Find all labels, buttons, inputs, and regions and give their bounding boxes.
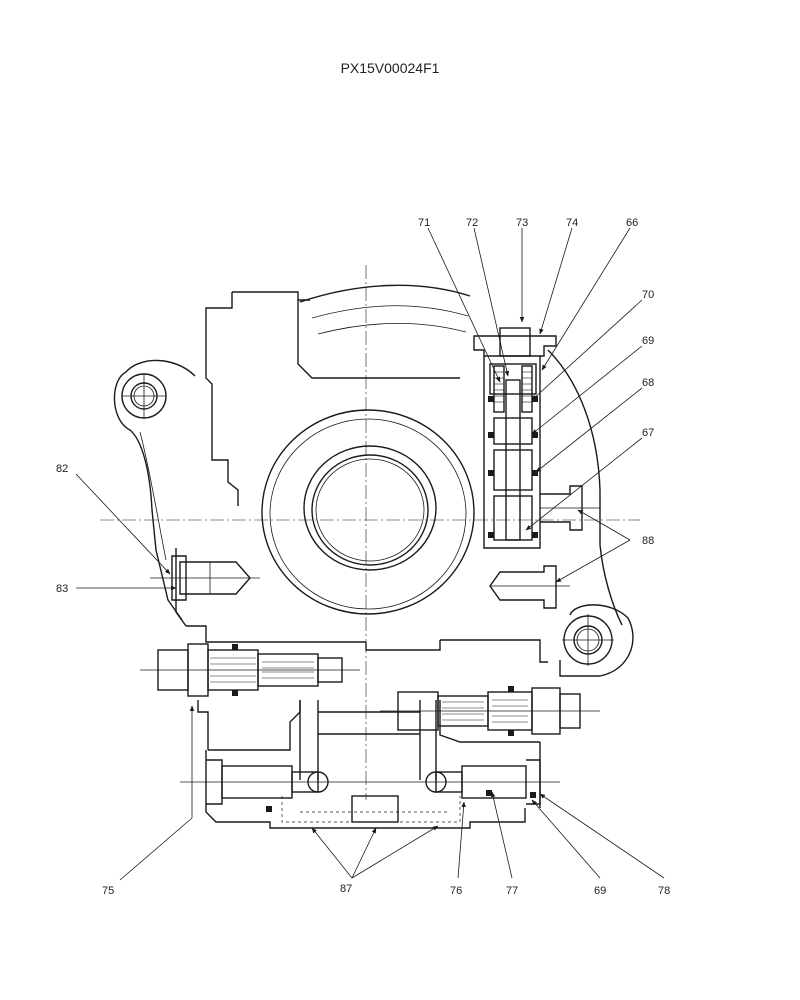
callout-69-lower: 69 [594,885,606,897]
left-plug [150,555,260,601]
callout-77: 77 [506,885,518,897]
right-mount-hole [562,614,614,666]
left-mount-hole [121,373,167,419]
callout-68: 68 [642,377,654,389]
center-bore [261,409,475,615]
callout-88: 88 [642,535,654,547]
callout-75: 75 [102,885,114,897]
callout-78: 78 [658,885,670,897]
callout-67: 67 [642,427,654,439]
callout-83: 83 [56,583,68,595]
callout-82: 82 [56,463,68,475]
callout-73: 73 [516,217,528,229]
bottom-spool [180,759,560,823]
callout-72: 72 [466,217,478,229]
leader-lines [75,227,665,881]
plug-lower [489,565,570,609]
callout-70: 70 [642,289,654,301]
upper-cartridge [140,643,360,697]
callout-labels: 71 72 73 74 66 70 69 68 67 82 88 83 75 8… [56,217,670,897]
lower-right-cartridge [380,686,600,736]
top-valve-assembly [473,327,557,549]
plug-upper [540,485,600,531]
callout-74: 74 [566,217,578,229]
housing-outline [113,284,634,829]
callout-66: 66 [626,217,638,229]
callout-71: 71 [418,217,430,229]
callout-87: 87 [340,883,352,895]
drawing-id: PX15V00024F1 [340,60,440,76]
callout-69-upper: 69 [642,335,654,347]
callout-76: 76 [450,885,462,897]
